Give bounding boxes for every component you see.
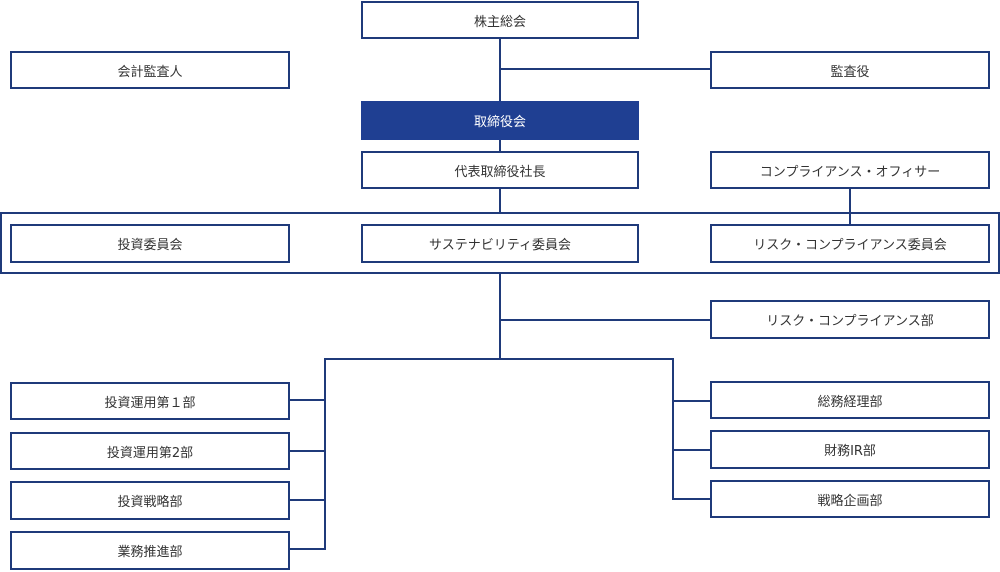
board-of-directors-box: 取締役会 bbox=[361, 101, 639, 140]
business-promotion-dept-box: 業務推進部 bbox=[10, 531, 290, 570]
shareholders-meeting-box: 株主総会 bbox=[361, 1, 639, 39]
representative-director-box: 代表取締役社長 bbox=[361, 151, 639, 189]
line-left-vertical bbox=[324, 358, 326, 550]
accounting-auditor-box: 会計監査人 bbox=[10, 51, 290, 89]
line-to-general-dept bbox=[672, 400, 711, 402]
sustainability-committee-box: サステナビリティ委員会 bbox=[361, 224, 639, 263]
committees-group bbox=[0, 212, 1000, 274]
risk-compliance-committee-box: リスク・コンプライアンス委員会 bbox=[710, 224, 990, 263]
finance-ir-dept-box: 財務IR部 bbox=[710, 430, 990, 469]
investment-committee-box: 投資委員会 bbox=[10, 224, 290, 263]
line-board-to-president bbox=[499, 139, 501, 152]
line-officer-to-committees bbox=[849, 188, 851, 225]
line-president-to-committees bbox=[499, 188, 501, 213]
investment-mgmt-dept-2-box: 投資運用第2部 bbox=[10, 432, 290, 470]
compliance-officer-box: コンプライアンス・オフィサー bbox=[710, 151, 990, 189]
investment-strategy-dept-box: 投資戦略部 bbox=[10, 481, 290, 520]
line-to-planning-dept bbox=[672, 498, 711, 500]
investment-mgmt-dept-1-box: 投資運用第１部 bbox=[10, 382, 290, 420]
line-to-invest-dept-1 bbox=[290, 399, 326, 401]
line-to-strategy-dept bbox=[290, 499, 326, 501]
line-horizontal-branch bbox=[324, 358, 674, 360]
line-to-finance-dept bbox=[672, 449, 711, 451]
auditor-box: 監査役 bbox=[710, 51, 990, 89]
line-committees-to-depts bbox=[499, 273, 501, 360]
line-right-vertical bbox=[672, 358, 674, 500]
line-to-invest-dept-2 bbox=[290, 450, 326, 452]
line-to-auditor bbox=[499, 68, 711, 70]
strategic-planning-dept-box: 戦略企画部 bbox=[710, 480, 990, 518]
line-shareholders-to-board bbox=[499, 38, 501, 102]
line-to-business-dept bbox=[290, 548, 326, 550]
risk-compliance-dept-box: リスク・コンプライアンス部 bbox=[710, 300, 990, 339]
general-affairs-dept-box: 総務経理部 bbox=[710, 381, 990, 419]
line-to-risk-dept bbox=[499, 319, 711, 321]
